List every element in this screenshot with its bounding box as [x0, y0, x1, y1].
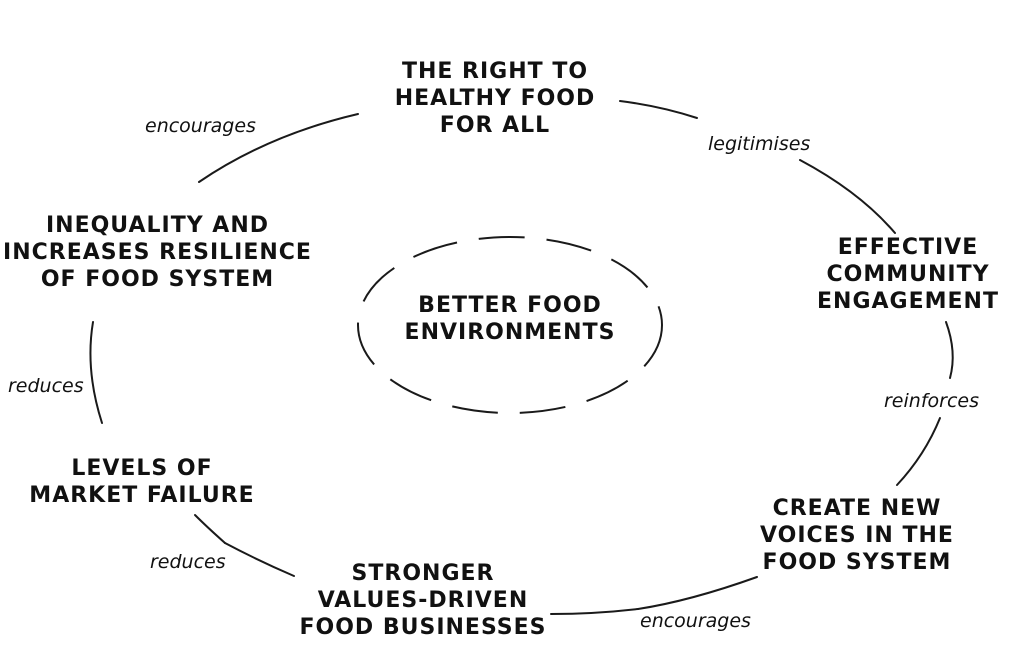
arc-engagement-to-reinforces: [945, 321, 954, 379]
arc-inequality-to-right: [198, 113, 359, 183]
edge-label-reduces-bottom: reduces: [150, 551, 226, 573]
edge-label-encourages-bottom: encourages: [640, 610, 751, 632]
node-stronger-values-driven: STRONGER VALUES-DRIVEN FOOD BUSINESSES: [299, 561, 547, 640]
edge-label-legitimises: legitimises: [708, 133, 811, 155]
arc-market-failure-to-inequality: [89, 321, 103, 424]
center-label: BETTER FOOD ENVIRONMENTS: [404, 293, 616, 345]
arc-legitimises-to-engagement: [799, 159, 896, 234]
center-dashed-ellipse: [357, 236, 663, 414]
arc-reinforces-to-new-voices: [896, 417, 941, 486]
node-create-new-voices: CREATE NEW VOICES IN THE FOOD SYSTEM: [760, 496, 954, 575]
arc-new-voices-to-encourages: [637, 576, 758, 610]
arc-right-to-legitimises: [619, 100, 698, 119]
node-levels-of-market-failure: LEVELS OF MARKET FAILURE: [29, 456, 255, 508]
arc-encourages-to-businesses: [550, 608, 639, 615]
edge-label-reinforces: reinforces: [884, 390, 979, 412]
node-right-to-healthy-food: THE RIGHT TO HEALTHY FOOD FOR ALL: [394, 59, 596, 138]
arc-businesses-to-reduces: [224, 542, 295, 577]
edge-label-encourages-top: encourages: [145, 115, 256, 137]
arc-reduces-to-market-failure: [194, 514, 226, 544]
edge-label-reduces-left: reduces: [8, 375, 84, 397]
node-effective-community-engagement: EFFECTIVE COMMUNITY ENGAGEMENT: [817, 235, 999, 314]
node-inequality-resilience: INEQUALITY AND INCREASES RESILIENCE OF F…: [3, 213, 312, 292]
